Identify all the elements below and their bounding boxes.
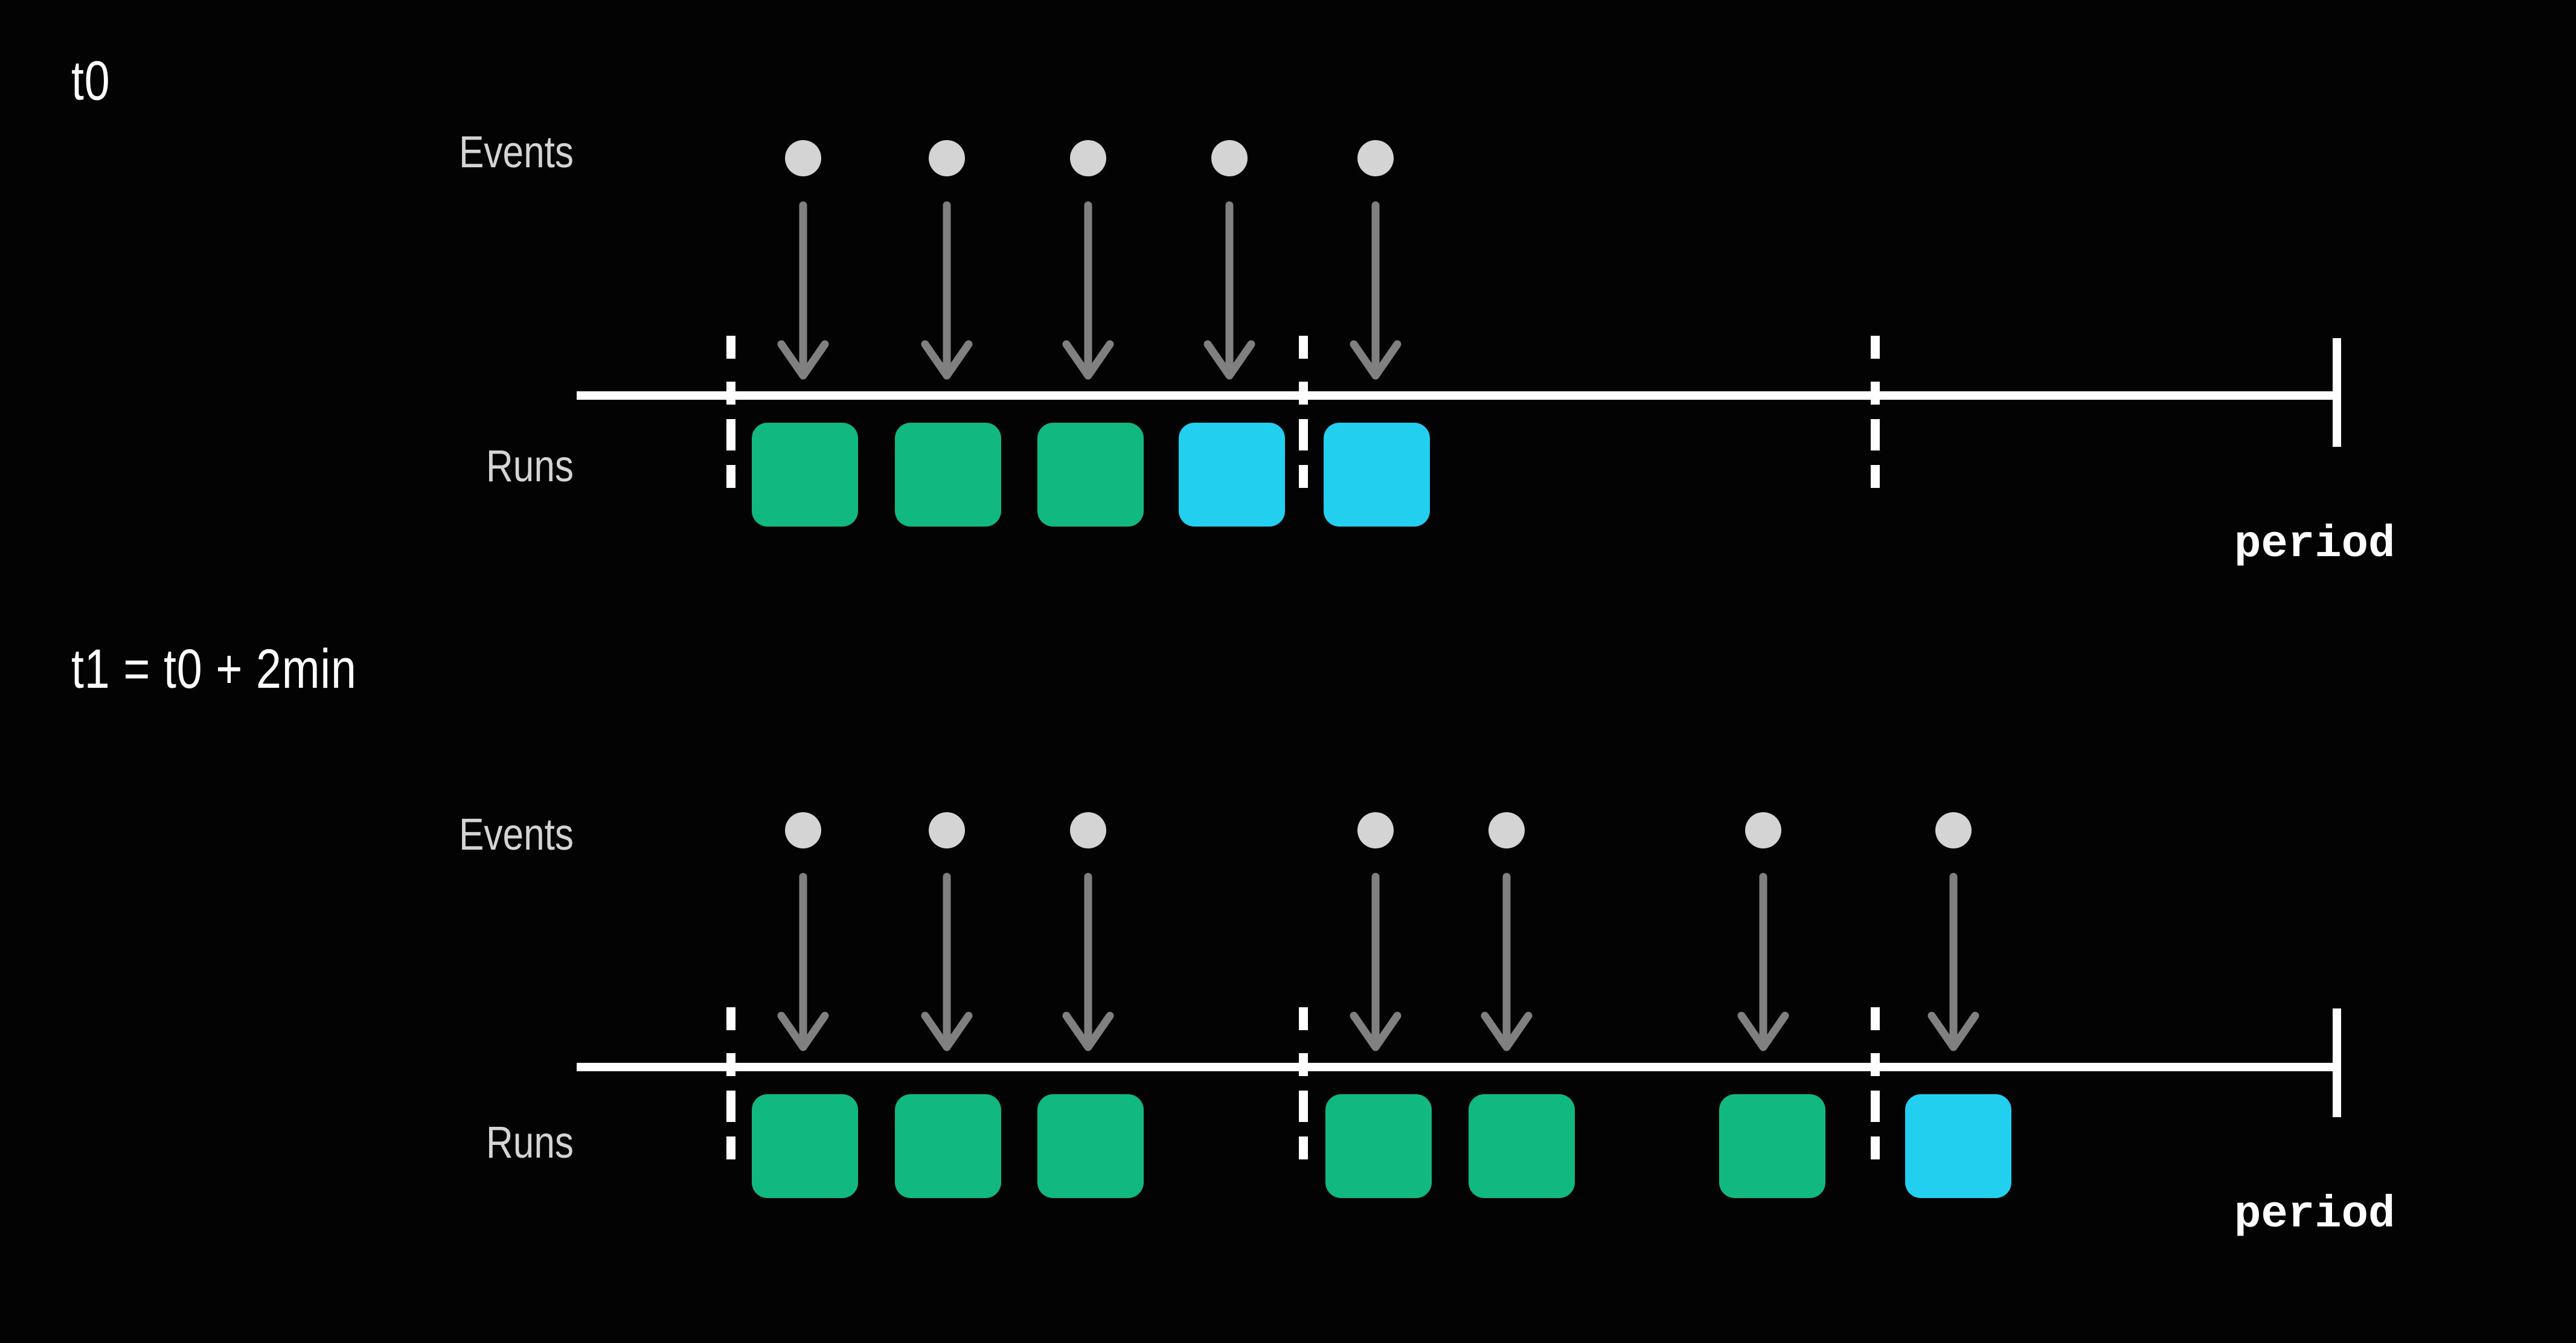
event-dot [1070,812,1106,848]
event-arrow-icon [1737,873,1789,1051]
run-box [1905,1094,2011,1198]
run-box [1325,1094,1432,1198]
row-label-runs-t0: Runs [485,441,574,491]
run-box [752,423,858,527]
event-dot [1745,812,1781,848]
event-dot [1357,812,1394,848]
run-box [1037,423,1144,527]
event-dot [1211,140,1248,176]
bucket-boundary-marker [1299,419,1308,498]
row-label-runs-t1: Runs [485,1117,574,1167]
bucket-boundary-marker [1299,1091,1308,1169]
row-label-events-t0: Events [458,127,574,177]
bucket-boundary-marker [1871,1091,1880,1169]
event-dot [785,140,821,176]
run-box [895,423,1001,527]
event-arrow-icon [1203,201,1255,380]
event-dot [929,812,965,848]
run-box [1719,1094,1825,1198]
timeline-axis-t1 [577,1063,2337,1071]
period-label-t0: period [2234,519,2395,570]
bucket-boundary-marker [726,419,735,498]
event-arrow-icon [921,201,973,380]
timeline-title-t1: t1 = t0 + 2min [71,638,357,700]
row-label-events-t1: Events [458,809,574,859]
event-arrow-icon [921,873,973,1051]
event-arrow-icon [1350,201,1402,380]
event-dot [1488,812,1525,848]
event-arrow-icon [1481,873,1533,1051]
run-box [895,1094,1001,1198]
event-arrow-icon [1062,201,1114,380]
run-box [1179,423,1285,527]
event-dot [929,140,965,176]
event-dot [1070,140,1106,176]
timeline-axis-endcap-t1 [2333,1008,2341,1117]
run-box [752,1094,858,1198]
run-box [1037,1094,1144,1198]
event-arrow-icon [1927,873,1979,1051]
timeline-title-t0: t0 [71,50,111,112]
event-dot [1935,812,1972,848]
event-arrow-icon [777,201,829,380]
event-arrow-icon [1062,873,1114,1051]
event-dot [785,812,821,848]
timeline-axis-t0 [577,391,2337,400]
bucket-boundary-marker [726,1091,735,1169]
run-box [1324,423,1430,527]
period-label-t1: period [2234,1190,2395,1240]
event-dot [1357,140,1394,176]
event-arrow-icon [1350,873,1402,1051]
run-box [1469,1094,1575,1198]
bucket-boundary-marker [1871,419,1880,498]
event-arrow-icon [777,873,829,1051]
timeline-axis-endcap-t0 [2333,338,2341,447]
